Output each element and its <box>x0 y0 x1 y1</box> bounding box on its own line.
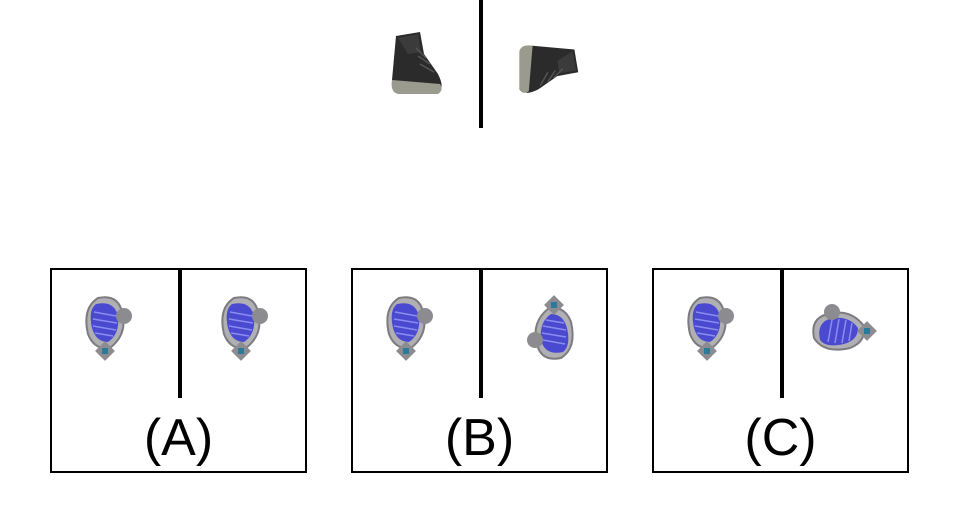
option-b-label: (B) <box>444 409 515 467</box>
option-a[interactable]: (A) <box>50 268 307 473</box>
option-a-right-fan-part-icon <box>216 294 276 375</box>
option-c[interactable]: (C) <box>652 268 909 473</box>
reference-right-boot-icon <box>508 36 584 105</box>
option-b-divider <box>479 270 483 398</box>
option-c-right-fan-part-icon <box>804 298 884 363</box>
option-c-label: (C) <box>744 409 817 467</box>
reference-divider <box>479 0 483 128</box>
reference-left-boot-icon <box>386 28 450 109</box>
option-b[interactable]: (B) <box>351 268 608 473</box>
option-a-label: (A) <box>143 409 214 467</box>
option-c-left-fan-part-icon <box>682 294 742 375</box>
option-c-divider <box>780 270 784 398</box>
option-b-left-fan-part-icon <box>381 294 441 375</box>
option-b-right-fan-part-icon <box>519 290 579 371</box>
option-a-left-fan-part-icon <box>80 294 140 375</box>
option-a-divider <box>178 270 182 398</box>
